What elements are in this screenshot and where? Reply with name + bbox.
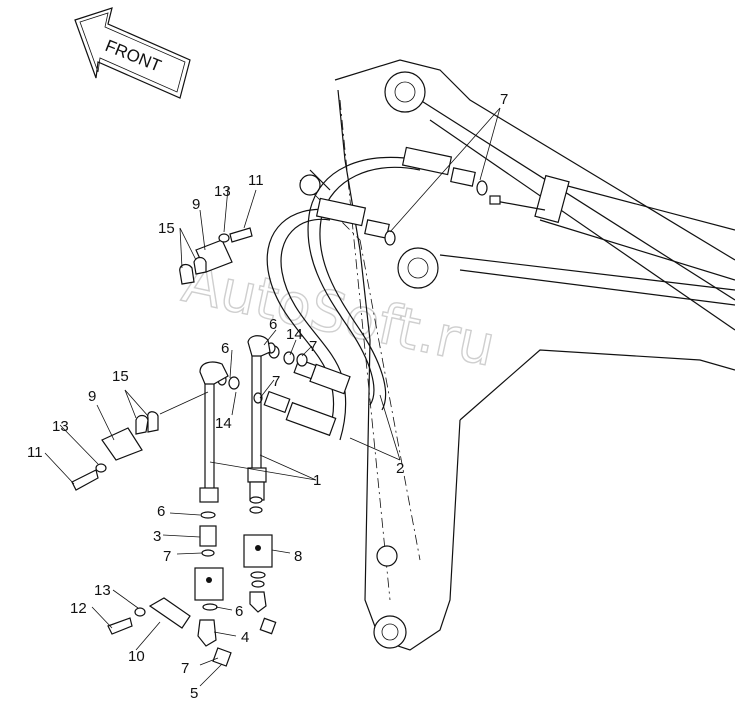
callout-7e: 7 <box>181 660 189 677</box>
boom-pivot-mid <box>397 247 439 289</box>
boom-pivot-side <box>299 174 321 196</box>
front-arrow-label: FRONT <box>103 36 164 76</box>
callout-15b: 15 <box>112 368 129 385</box>
callout-4: 4 <box>241 629 249 646</box>
elbow-4 <box>197 619 217 647</box>
o-rings-upper <box>217 180 488 404</box>
clamps-bolts <box>71 227 253 635</box>
callout-9a: 9 <box>192 196 200 213</box>
block-left <box>194 567 224 601</box>
callout-6a: 6 <box>269 316 277 333</box>
callout-7a: 7 <box>500 91 508 108</box>
lower-fittings <box>194 496 277 667</box>
callout-6b: 6 <box>221 340 229 357</box>
callout-3: 3 <box>153 528 161 545</box>
callout-2: 2 <box>396 460 404 477</box>
callout-11a: 11 <box>248 172 264 189</box>
steel-tubes <box>199 335 271 503</box>
front-arrow: FRONT <box>74 7 191 99</box>
callout-8: 8 <box>294 548 302 565</box>
callout-13c: 13 <box>94 582 111 599</box>
callout-1: 1 <box>313 472 321 489</box>
callout-6c: 6 <box>157 503 165 520</box>
watermark: AutoSoft.ru <box>177 250 500 379</box>
boom-pivot-top <box>384 71 426 113</box>
callout-15a: 15 <box>158 220 175 237</box>
callout-labels: 1 2 3 4 5 6 6 6 6 7 7 7 7 7 8 9 9 10 11 … <box>27 91 508 702</box>
leader-lines <box>44 107 501 687</box>
hose-assembly <box>263 146 476 441</box>
callout-7b: 7 <box>309 338 317 355</box>
boom-cylinder-collar <box>534 174 570 224</box>
callout-7c: 7 <box>272 373 280 390</box>
callout-13b: 13 <box>52 418 69 435</box>
hose-ferrule <box>285 401 337 437</box>
hose-ferrule <box>309 363 351 395</box>
callout-10: 10 <box>128 648 145 665</box>
callout-12: 12 <box>70 600 87 617</box>
callout-7d: 7 <box>163 548 171 565</box>
callout-9b: 9 <box>88 388 96 405</box>
plug-5 <box>212 647 232 667</box>
clamp-10 <box>148 597 191 629</box>
boom-structure <box>299 59 735 651</box>
callout-11b: 11 <box>27 444 43 461</box>
callout-14b: 14 <box>215 415 232 432</box>
callout-5: 5 <box>190 685 198 702</box>
hose-ferrule <box>315 197 367 227</box>
adapter-3 <box>199 525 217 547</box>
callout-6d: 6 <box>235 603 243 620</box>
boom-pivot-foot <box>373 615 407 649</box>
callout-13a: 13 <box>214 183 231 200</box>
hose-ferrule <box>401 146 453 176</box>
callout-14a: 14 <box>286 326 303 343</box>
boom-pivot-low <box>376 545 398 567</box>
